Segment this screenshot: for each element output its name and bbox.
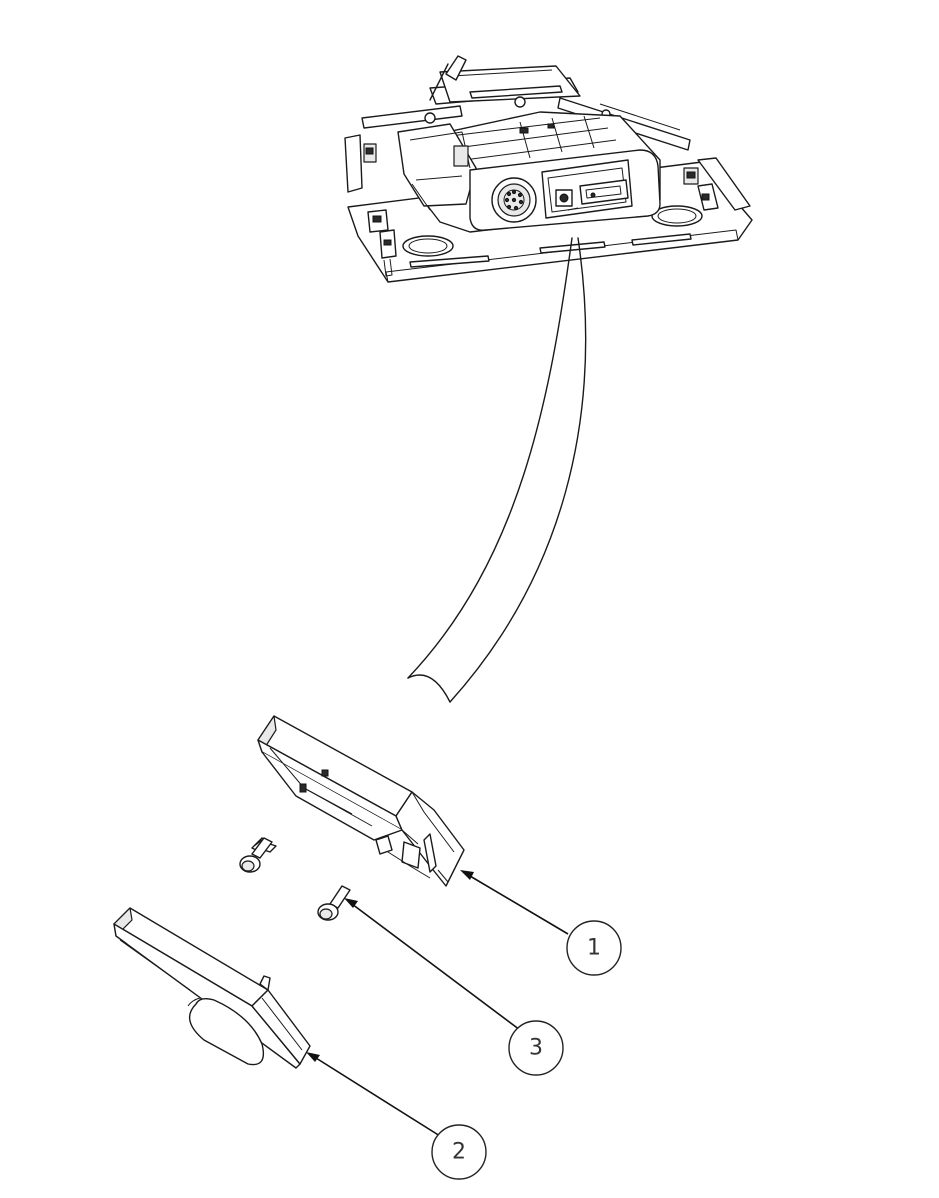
side-box — [397, 123, 477, 207]
part-3-screw-lower — [317, 885, 351, 921]
part-3-screw-upper — [239, 837, 277, 873]
round-insert — [188, 997, 265, 1066]
handle-post — [445, 55, 467, 81]
balloon-3-label: 3 — [529, 1036, 543, 1061]
right-bracket — [697, 157, 751, 211]
detail-view-band — [407, 237, 587, 703]
leader-2 — [306, 1052, 441, 1137]
top-rail — [361, 105, 463, 129]
balloon-1: 1 — [566, 920, 622, 976]
part-2-cover — [113, 907, 311, 1069]
balloon-3: 3 — [508, 1020, 564, 1076]
part-1-housing — [257, 715, 465, 887]
plate-slot-center — [539, 241, 606, 254]
upper-assembly — [344, 55, 753, 283]
leader-1 — [460, 870, 569, 935]
balloon-1-label: 1 — [587, 936, 601, 961]
leader-3 — [344, 898, 521, 1031]
plate-slot-right — [631, 233, 692, 246]
left-bracket — [344, 134, 363, 193]
plate-slot-left — [409, 255, 490, 268]
balloon-2: 2 — [431, 1124, 487, 1180]
balloon-2-label: 2 — [452, 1140, 466, 1165]
